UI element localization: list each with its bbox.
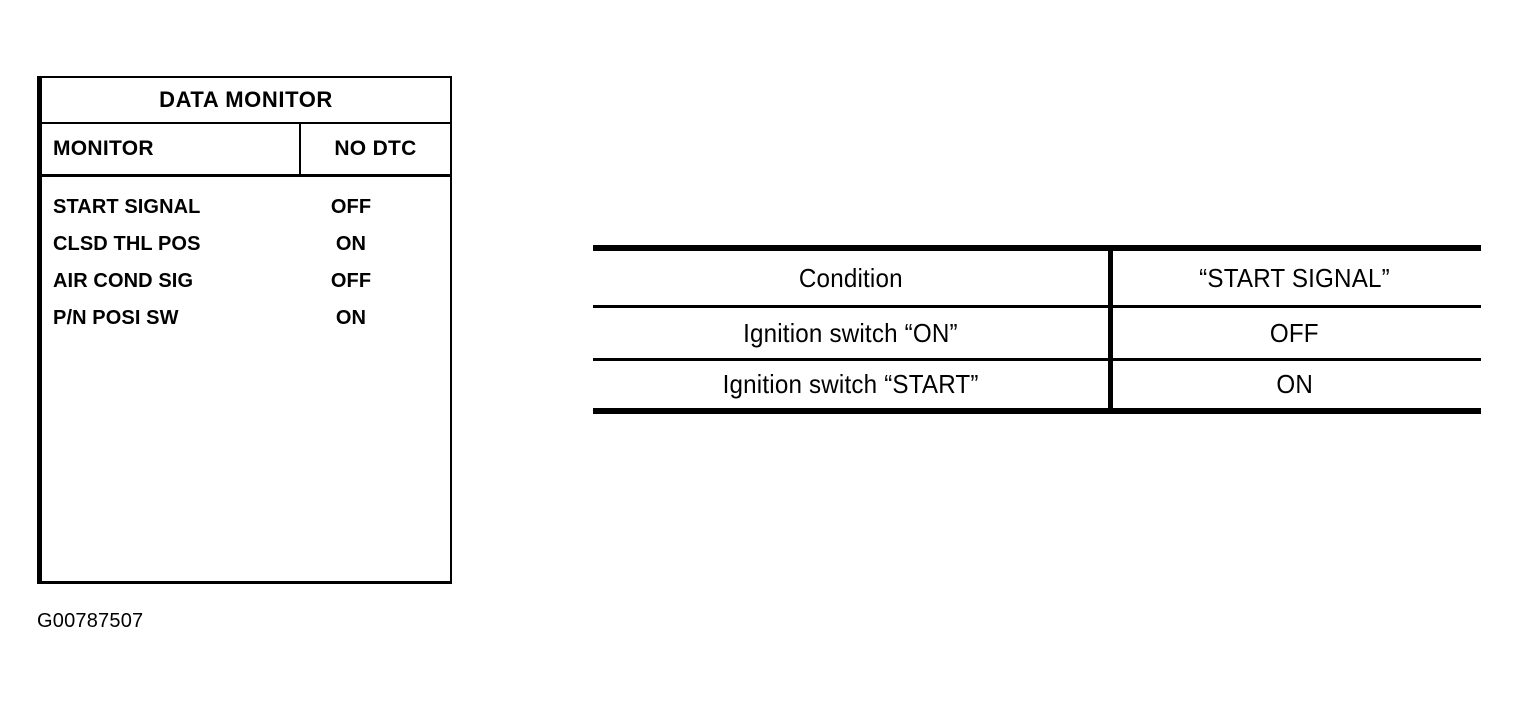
table-rule-mid-2 <box>593 358 1481 361</box>
table-row: P/N POSI SW ON <box>42 300 450 337</box>
start-signal-column-header: “START SIGNAL” <box>1199 262 1390 293</box>
table-rule-mid-1 <box>593 305 1481 308</box>
monitor-item-label: CLSD THL POS <box>53 233 201 255</box>
table-row: Ignition switch “START” ON <box>593 361 1481 408</box>
table-row: Ignition switch “ON” OFF <box>593 308 1481 358</box>
condition-table: Condition “START SIGNAL” Ignition switch… <box>593 245 1481 414</box>
monitor-item-label: AIR COND SIG <box>53 270 194 292</box>
table-rule-top <box>593 245 1481 251</box>
cell-condition: Ignition switch “ON” <box>593 308 1108 358</box>
table-column-divider <box>1108 245 1113 414</box>
signal-value: OFF <box>1270 317 1319 348</box>
column-header-monitor-cell: MONITOR <box>42 124 301 174</box>
data-monitor-panel: DATA MONITOR MONITOR NO DTC START SIGNAL… <box>37 76 452 584</box>
data-monitor-header-row: MONITOR NO DTC <box>42 124 450 177</box>
cell-condition: Ignition switch “START” <box>593 361 1108 408</box>
signal-value: ON <box>1276 369 1313 399</box>
data-monitor-rows: START SIGNAL OFF CLSD THL POS ON AIR CON… <box>42 177 450 581</box>
condition-value: Ignition switch “ON” <box>743 317 958 348</box>
monitor-item-value: OFF <box>330 270 372 292</box>
header-cell-signal: “START SIGNAL” <box>1108 251 1481 305</box>
cell-signal: ON <box>1108 361 1481 408</box>
monitor-item-value: ON <box>335 307 367 329</box>
condition-value: Ignition switch “START” <box>722 369 979 399</box>
table-row: START SIGNAL OFF <box>42 189 450 226</box>
data-monitor-title: DATA MONITOR <box>159 87 333 112</box>
figure-caption: G00787507 <box>37 610 144 632</box>
column-header-monitor: MONITOR <box>53 137 154 160</box>
monitor-item-label: START SIGNAL <box>53 196 201 218</box>
monitor-item-value: OFF <box>330 196 372 218</box>
condition-table-header-row: Condition “START SIGNAL” <box>593 251 1481 305</box>
header-cell-condition: Condition <box>593 251 1108 305</box>
column-header-status-cell: NO DTC <box>301 124 450 174</box>
table-row: CLSD THL POS ON <box>42 226 450 263</box>
condition-column-header: Condition <box>798 262 903 293</box>
table-row: AIR COND SIG OFF <box>42 263 450 300</box>
column-header-no-dtc: NO DTC <box>334 137 417 160</box>
data-monitor-title-row: DATA MONITOR <box>42 78 450 124</box>
monitor-item-label: P/N POSI SW <box>53 307 179 329</box>
monitor-item-value: ON <box>335 233 367 255</box>
cell-signal: OFF <box>1108 308 1481 358</box>
table-rule-bottom <box>593 408 1481 414</box>
